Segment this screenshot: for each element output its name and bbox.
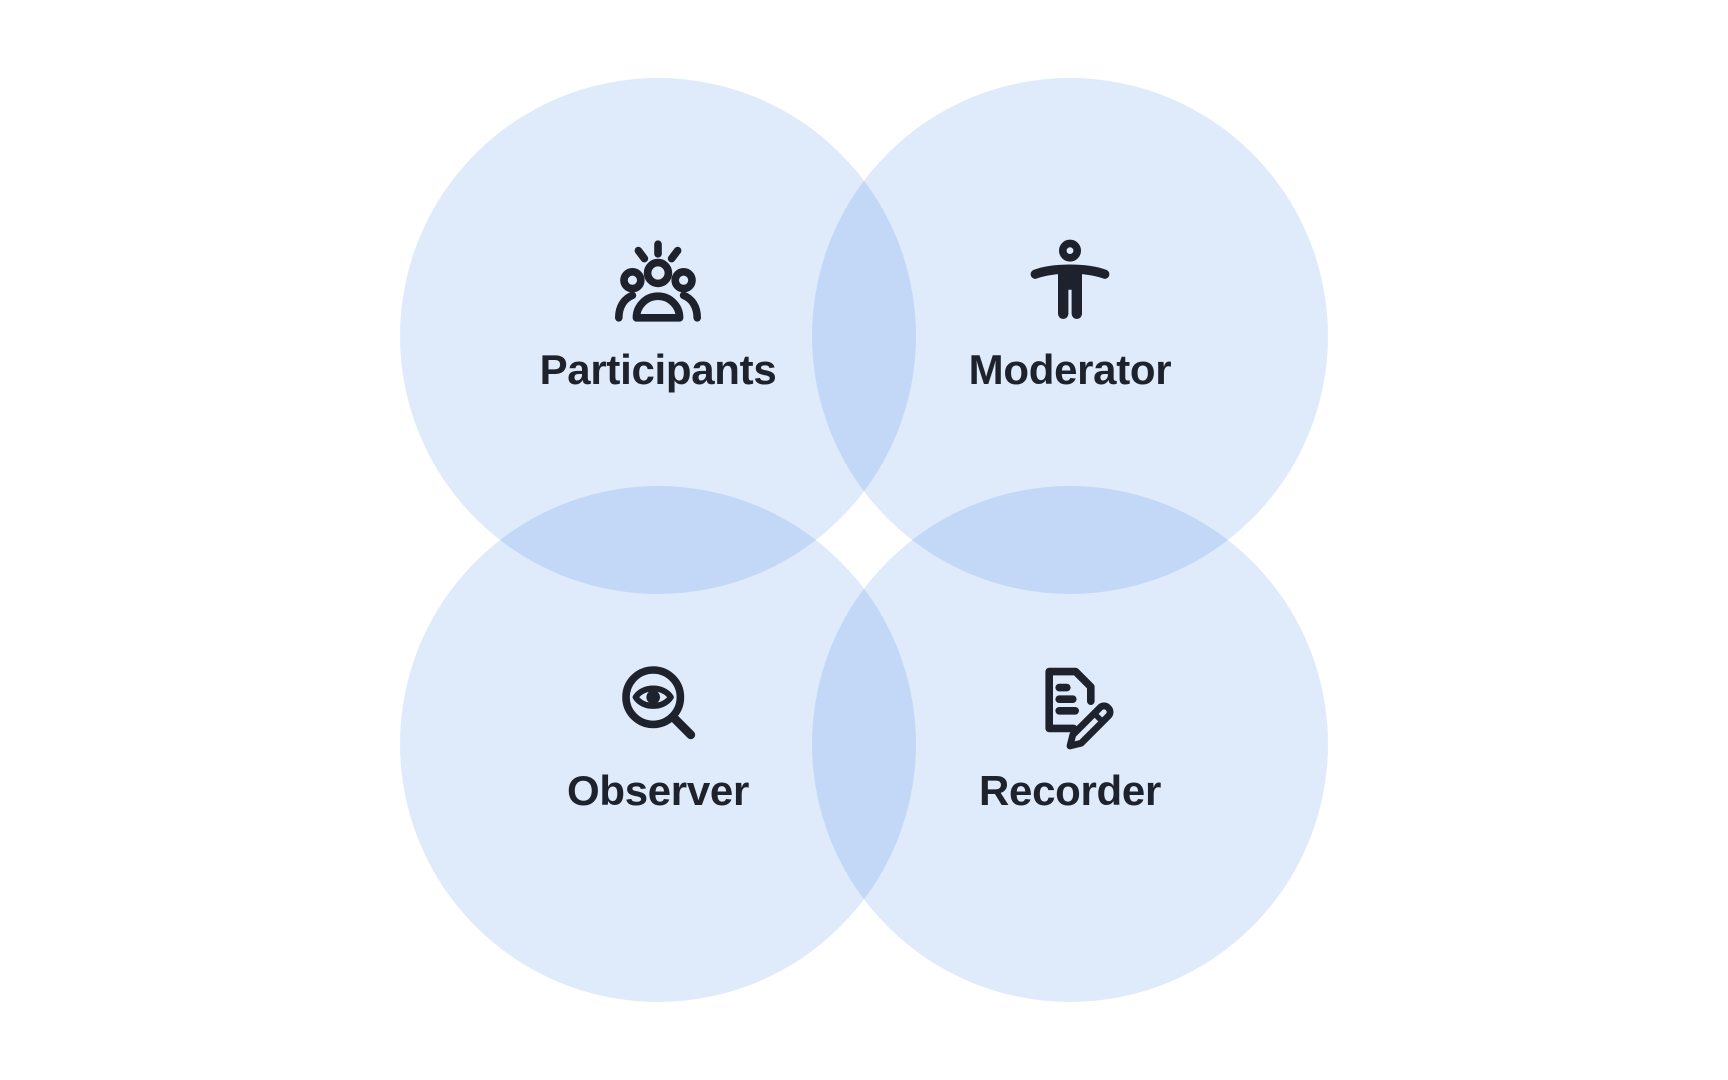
observer-eye-magnifier-icon xyxy=(622,666,696,740)
role-block-recorder: Recorder xyxy=(812,478,1328,994)
role-label-observer: Observer xyxy=(566,766,750,814)
role-block-participants: Participants xyxy=(400,57,916,573)
role-label-recorder: Recorder xyxy=(978,766,1161,814)
moderator-person-icon xyxy=(1030,239,1110,319)
participants-group-icon xyxy=(615,240,701,322)
role-label-moderator: Moderator xyxy=(968,345,1172,393)
role-label-participants: Participants xyxy=(539,345,777,393)
role-block-observer: Observer xyxy=(400,478,916,994)
role-block-moderator: Moderator xyxy=(812,57,1328,573)
recorder-document-pencil-icon xyxy=(1045,667,1114,750)
